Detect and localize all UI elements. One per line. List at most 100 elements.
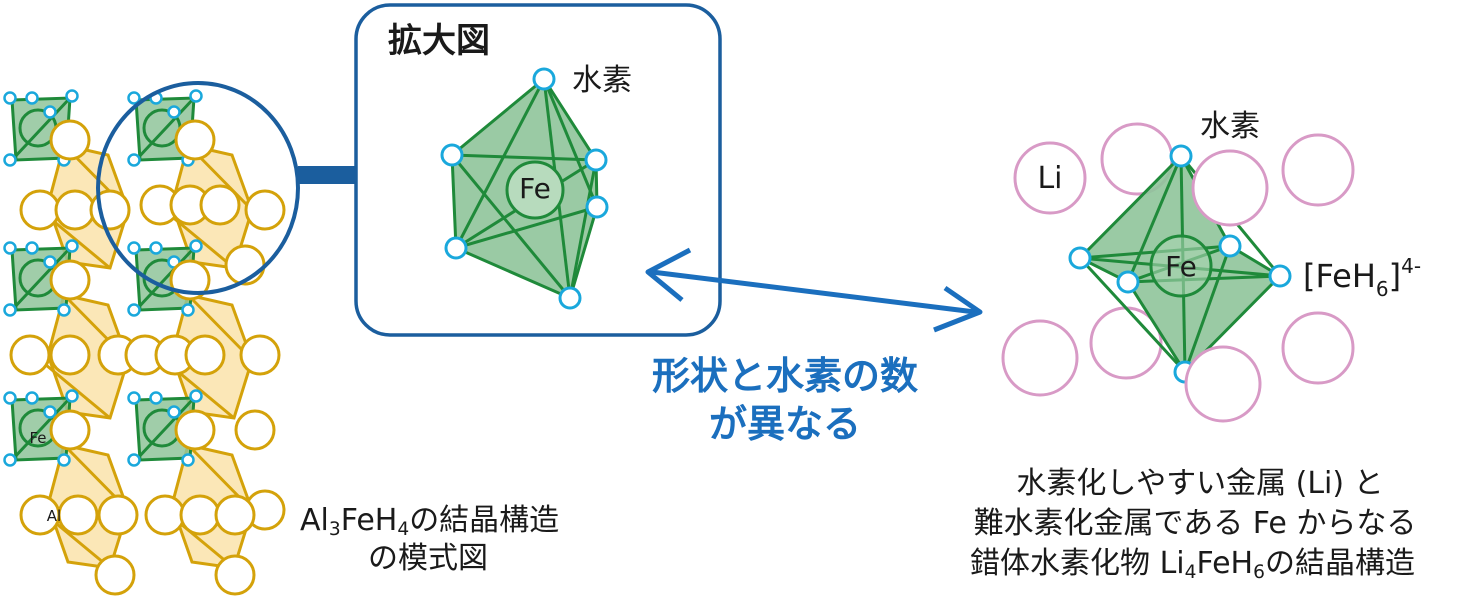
hydrogen-atom xyxy=(3,91,17,105)
hydrogen-atom xyxy=(189,239,203,253)
right-hydrogen-atom xyxy=(1169,144,1193,168)
hydrogen-atom xyxy=(149,241,163,255)
al-atom xyxy=(97,494,139,536)
hydrogen-atom xyxy=(25,391,39,405)
al-atom xyxy=(214,494,256,536)
al-atom xyxy=(19,189,61,231)
hydrogen-atom xyxy=(3,303,17,317)
right-hydrogen-atom xyxy=(1218,234,1242,258)
hydrogen-atom xyxy=(127,303,141,317)
right-caption-line3: 錯体水素化物 Li4FeH6の結晶構造 xyxy=(970,546,1415,584)
zoom-fe-atom xyxy=(505,160,565,220)
hydrogen-atom xyxy=(127,391,141,405)
li-atom xyxy=(1001,319,1079,397)
hydrogen-atom xyxy=(65,239,79,253)
al-atom xyxy=(224,244,266,286)
zoom-fe-h-bond xyxy=(451,153,597,162)
right-hydrogen-atom xyxy=(1116,270,1140,294)
hydrogen-atom xyxy=(167,405,181,419)
left-caption-line1: Al3FeH4の結晶構造 xyxy=(300,503,560,541)
zoom-hydrogen-atom xyxy=(532,67,556,91)
hydrogen-atom xyxy=(43,255,57,269)
right-hydrogen-atom xyxy=(1068,246,1092,270)
fe-h-bond xyxy=(10,96,72,162)
hydrogen-atom xyxy=(57,303,71,317)
zoom-fe-h-bond xyxy=(450,154,572,299)
li-atom xyxy=(1281,311,1355,385)
hydrogen-atom xyxy=(149,391,163,405)
hydrogen-atom xyxy=(127,453,141,467)
al-bond xyxy=(163,208,235,270)
hydrogen-atom xyxy=(167,105,181,119)
left-al-label: Al xyxy=(47,507,61,525)
zoom-fe-label: Fe xyxy=(519,172,551,205)
al-atom xyxy=(244,189,286,231)
li-atom xyxy=(1191,149,1269,227)
right-fe-h-bond xyxy=(1078,256,1187,374)
al-atom xyxy=(184,334,226,376)
fe-h-bond xyxy=(10,396,72,462)
hydrogen-atom xyxy=(189,389,203,403)
hydrogen-atom xyxy=(127,91,141,105)
al-atom xyxy=(54,189,96,231)
zoom-fe-h-bond xyxy=(542,78,599,208)
fe-h-bond xyxy=(134,246,196,312)
al-atom xyxy=(57,494,99,536)
zoom-hydrogen-atom xyxy=(584,148,608,172)
comparison-arrow xyxy=(645,247,983,333)
hydrogen-atom xyxy=(43,105,57,119)
zoom-hydrogen-atom xyxy=(440,143,464,167)
right-crystal-structure xyxy=(1001,122,1355,423)
comparison-note-line1: 形状と水素の数 xyxy=(651,354,918,398)
zoom-title: 拡大図 xyxy=(388,21,490,61)
al-atom xyxy=(94,554,136,596)
zoom-hydrogen-atom xyxy=(585,195,609,219)
zoom-hydrogen-atom xyxy=(444,236,468,260)
al-atom xyxy=(49,409,91,451)
right-fe-label: Fe xyxy=(1165,250,1197,283)
al-atom xyxy=(49,119,91,161)
zoom-hydrogen-atom xyxy=(558,286,582,310)
al-atom xyxy=(239,334,281,376)
comparison-note: 形状と水素の数 が異なる xyxy=(620,352,950,448)
al-atom xyxy=(214,554,256,596)
hydrogen-atom xyxy=(189,89,203,103)
hydrogen-atom xyxy=(25,91,39,105)
al-atom xyxy=(49,259,91,301)
hydrogen-atom xyxy=(181,453,195,467)
zoom-hydrogen-label: 水素 xyxy=(572,63,632,98)
right-hydrogen-atom xyxy=(1268,264,1292,288)
al-atom xyxy=(174,409,216,451)
zoom-circle xyxy=(96,81,300,295)
li-atom xyxy=(1184,345,1262,423)
al-atom xyxy=(179,494,221,536)
hydrogen-atom xyxy=(57,453,71,467)
fe-h-bond xyxy=(134,96,196,162)
right-caption-line2: 難水素化金属である Fe からなる xyxy=(973,506,1417,541)
al-atom xyxy=(199,184,241,226)
hydrogen-atom xyxy=(3,153,17,167)
al-bond xyxy=(39,358,111,420)
al-atom xyxy=(9,334,51,376)
right-hydrogen-label: 水素 xyxy=(1200,109,1260,144)
right-fe-h-bond xyxy=(1183,245,1232,373)
li-label: Li xyxy=(1037,161,1062,196)
hydrogen-atom xyxy=(127,241,141,255)
zoom-fe-h-bond xyxy=(454,78,546,249)
left-fe-label: Fe xyxy=(29,429,46,447)
hydrogen-atom xyxy=(3,241,17,255)
hydrogen-atom xyxy=(3,391,17,405)
hydrogen-atom xyxy=(43,405,57,419)
fe-h6-complex-label: [FeH6]4- xyxy=(1303,254,1421,301)
zoom-fe-h-bond xyxy=(568,159,598,299)
hydrogen-atom xyxy=(127,153,141,167)
al-atom xyxy=(234,409,276,451)
hydrogen-atom xyxy=(65,389,79,403)
al-atom xyxy=(174,119,216,161)
li-atom xyxy=(1013,141,1087,215)
fe-h-bond xyxy=(134,396,196,462)
al-atom xyxy=(144,494,186,536)
li-atom xyxy=(1281,133,1355,207)
hydrogen-atom xyxy=(181,303,195,317)
